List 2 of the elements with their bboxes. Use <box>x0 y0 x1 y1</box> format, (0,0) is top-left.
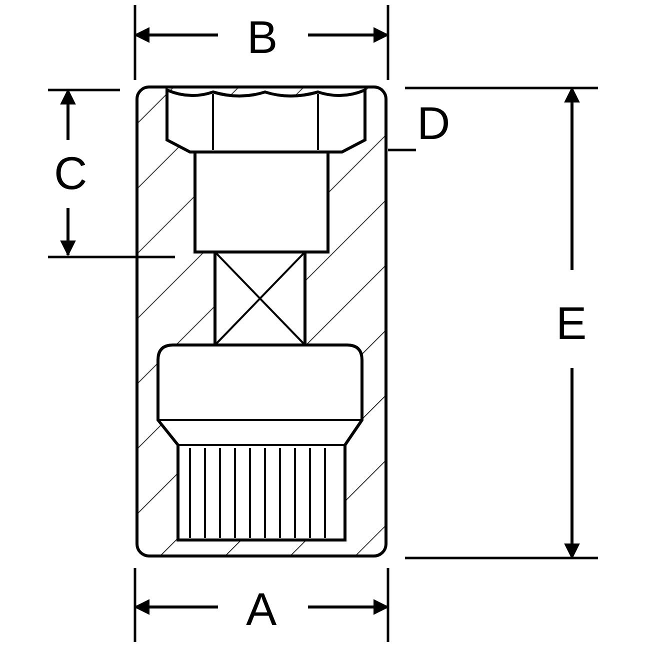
leader-line <box>388 148 416 152</box>
callout-letter: D <box>413 100 454 146</box>
